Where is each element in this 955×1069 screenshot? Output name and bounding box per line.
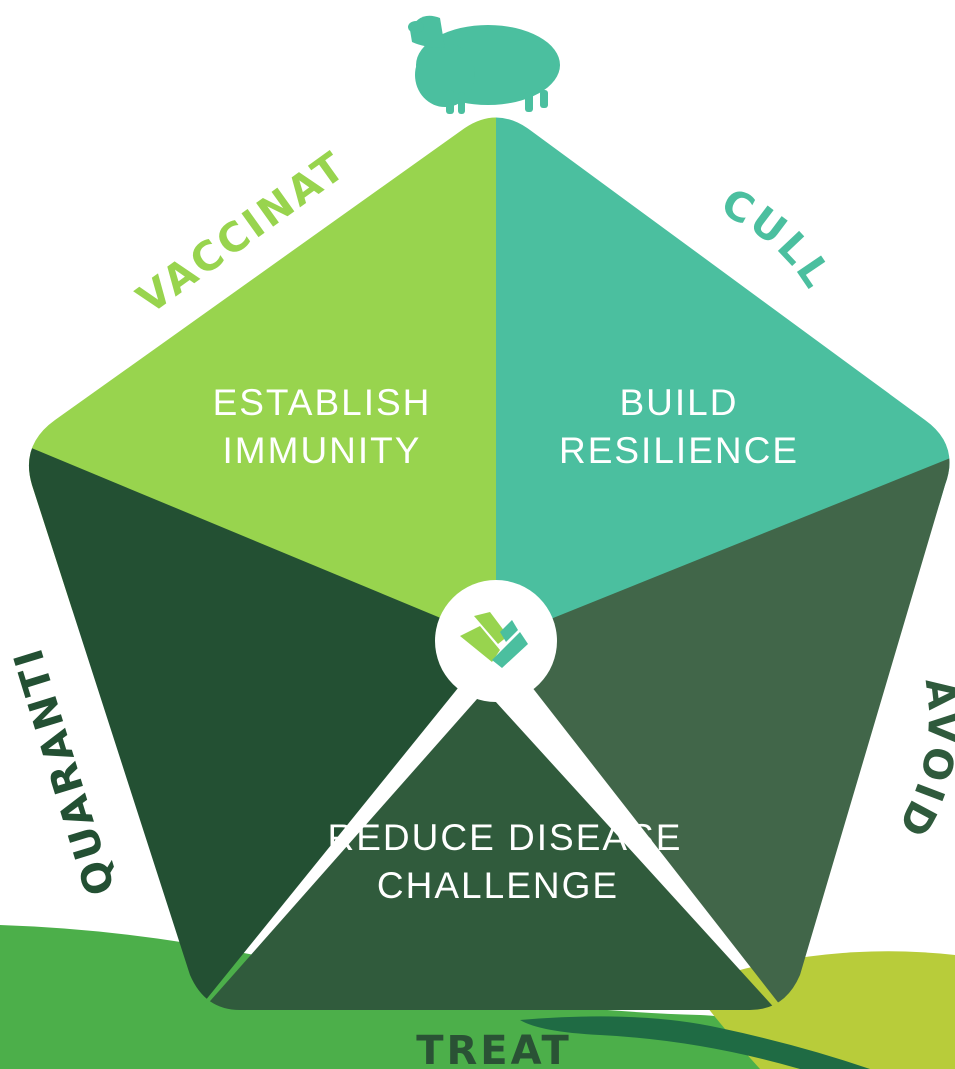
establish-immunity-line1: ESTABLISH xyxy=(213,382,432,423)
pentagon xyxy=(28,117,950,1010)
reduce-disease-line2: CHALLENGE xyxy=(377,865,619,906)
build-resilience-line1: BUILD xyxy=(620,382,739,423)
sheep-icon xyxy=(408,15,560,114)
segment-reduce-bottom xyxy=(150,690,830,1010)
label-avoid: AVOID xyxy=(887,676,955,846)
build-resilience-line2: RESILIENCE xyxy=(559,430,799,471)
leaf-logo-icon xyxy=(460,612,528,668)
label-treat: TREAT xyxy=(416,1028,572,1069)
center-logo xyxy=(435,580,557,702)
river xyxy=(520,1016,870,1069)
reduce-disease-line1: REDUCE DISEASE xyxy=(328,817,683,858)
establish-immunity-line2: IMMUNITY xyxy=(223,430,422,471)
